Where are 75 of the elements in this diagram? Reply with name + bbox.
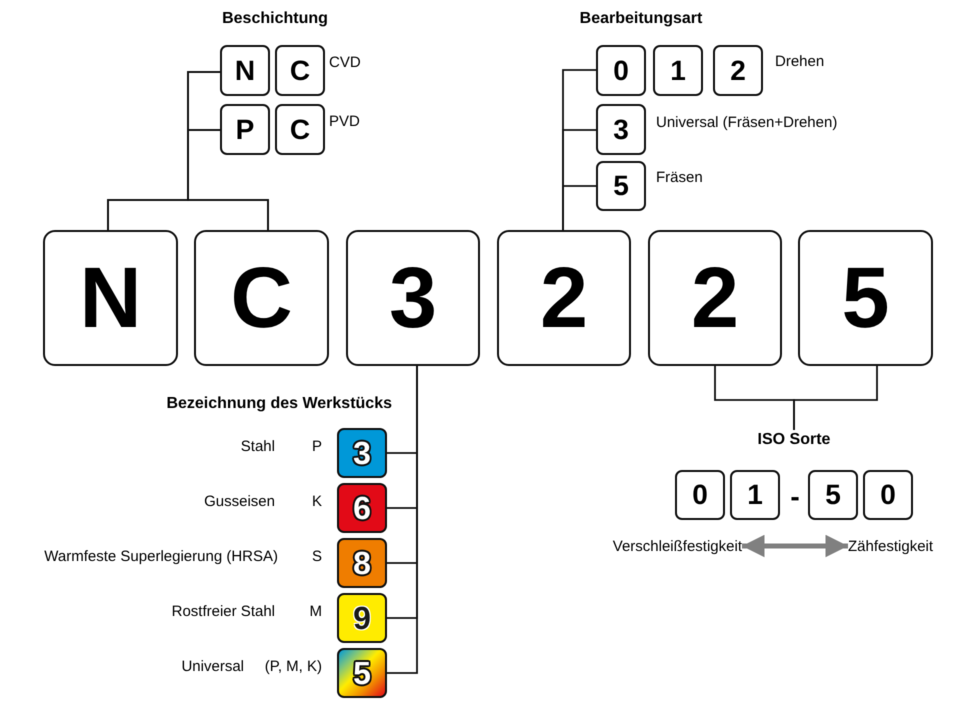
iso-group-letter: (P, M, K)	[264, 659, 322, 674]
property-label	[648, 230, 782, 366]
description-text: Fräsen	[656, 170, 703, 185]
code-character: 2	[540, 255, 588, 341]
code-character: 5	[613, 172, 629, 200]
code-character: 5	[353, 657, 371, 689]
property-label	[653, 45, 703, 96]
property-label	[863, 470, 913, 520]
code-character: 3	[613, 116, 629, 144]
property-label	[596, 104, 646, 155]
section-heading: Bearbeitungsart	[580, 11, 702, 27]
section-heading: ISO Sorte	[744, 430, 844, 450]
description-text: PVD	[329, 114, 360, 129]
code-character: C	[290, 56, 310, 84]
description-text: Rostfreier Stahl	[172, 604, 275, 619]
description-text: Gusseisen	[204, 494, 275, 509]
property-label	[275, 45, 325, 96]
description-text: Warmfeste Superlegierung (HRSA)	[44, 549, 278, 564]
property-label	[713, 45, 763, 96]
property-label	[798, 230, 933, 366]
bracket-line	[793, 366, 878, 430]
bracket-line	[387, 366, 418, 674]
code-character: 2	[730, 56, 746, 84]
code-character: 3	[389, 255, 437, 341]
description-text: Universal	[181, 659, 244, 674]
code-character: 1	[670, 56, 686, 84]
iso-group-letter: K	[312, 494, 322, 509]
code-character: 6	[353, 492, 371, 524]
property-label	[275, 104, 325, 155]
property-label	[337, 538, 387, 588]
material-code-box	[337, 593, 387, 643]
property-label	[220, 104, 270, 155]
property-label	[596, 161, 646, 211]
property-label	[337, 483, 387, 533]
code-character: 9	[353, 602, 371, 634]
code-character: N	[79, 255, 142, 341]
property-label	[220, 45, 270, 96]
iso-group-letter: P	[312, 439, 322, 454]
separator-dash: -	[790, 483, 800, 511]
property-label	[337, 648, 387, 698]
section-heading: Bezeichnung des Werkstücks	[166, 396, 392, 412]
code-character: 5	[842, 255, 890, 341]
property-label	[194, 230, 329, 366]
property-label	[337, 428, 387, 478]
property-label	[43, 230, 178, 366]
iso-group-letter: S	[312, 549, 322, 564]
bracket-line	[562, 185, 596, 230]
property-label	[730, 470, 780, 520]
property-label: Zähfestigkeit	[848, 536, 952, 556]
iso-group-letter: M	[310, 604, 322, 619]
property-label	[808, 470, 858, 520]
code-character: 0	[613, 56, 629, 84]
section-heading: Beschichtung	[222, 11, 328, 27]
property-label	[497, 230, 631, 366]
code-character: 3	[353, 437, 371, 469]
code-character: 0	[880, 481, 896, 509]
property-label	[675, 470, 725, 520]
property-label: Verschleißfestigkeit	[560, 536, 742, 556]
code-character: 0	[692, 481, 708, 509]
code-character: P	[236, 116, 254, 144]
description-text: Stahl	[240, 439, 275, 454]
code-character: 8	[353, 547, 371, 579]
double-arrow	[742, 534, 848, 558]
description-text: Drehen	[775, 54, 824, 69]
code-character: C	[290, 116, 310, 144]
description-text: Universal (Fräsen+Drehen)	[656, 115, 838, 130]
code-character: 2	[691, 255, 739, 341]
code-character: 5	[825, 481, 841, 509]
code-character: C	[230, 255, 293, 341]
description-text: CVD	[329, 55, 361, 70]
property-label	[346, 230, 480, 366]
code-character: 1	[747, 481, 763, 509]
property-label	[596, 45, 646, 96]
code-character: N	[234, 56, 256, 84]
bracket-line	[187, 129, 269, 230]
